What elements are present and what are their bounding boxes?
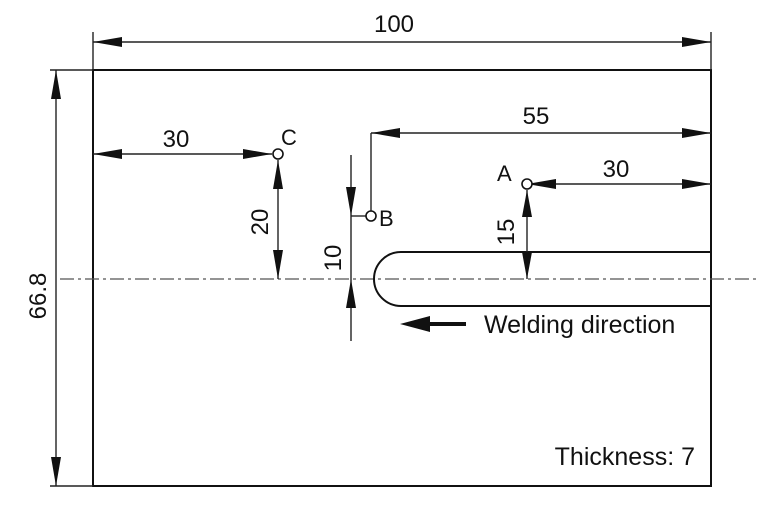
dimension-overall-width-label: 100 [374, 11, 414, 38]
dimension-overall-height-label: 66.8 [25, 273, 52, 320]
dimension-c-from-centerline-label: 20 [247, 209, 274, 236]
point-b-label: B [379, 206, 394, 231]
slot-notch [373, 251, 711, 307]
dimension-b-from-centerline-label: 10 [320, 245, 347, 272]
welding-direction-label: Welding direction [484, 311, 675, 339]
point-c-label: C [281, 125, 297, 150]
dimension-overall-width: 100 [92, 11, 712, 70]
point-a-label: A [497, 161, 512, 186]
dimension-c-from-left-label: 30 [163, 126, 190, 153]
point-b-marker [365, 210, 377, 222]
dimension-b-to-right-label: 55 [523, 103, 550, 130]
welding-direction-indicator: Welding direction [400, 311, 675, 339]
thickness-note: Thickness: 7 [555, 443, 695, 471]
point-c-marker [272, 148, 284, 160]
dimension-b-to-right: 55 [370, 103, 711, 215]
dimension-c-from-left: 30 [93, 126, 272, 159]
dimension-overall-height: 66.8 [25, 69, 93, 487]
dimension-b-from-centerline: 10 [320, 155, 366, 341]
dimension-a-to-right: 30 [527, 156, 711, 189]
dimension-a-from-centerline: 15 [493, 190, 532, 279]
dimension-c-from-centerline: 20 [247, 160, 283, 279]
dimension-a-to-right-label: 30 [603, 156, 630, 183]
plate-outline [92, 69, 712, 487]
dimension-a-from-centerline-label: 15 [493, 219, 520, 246]
point-a-marker [521, 178, 533, 190]
